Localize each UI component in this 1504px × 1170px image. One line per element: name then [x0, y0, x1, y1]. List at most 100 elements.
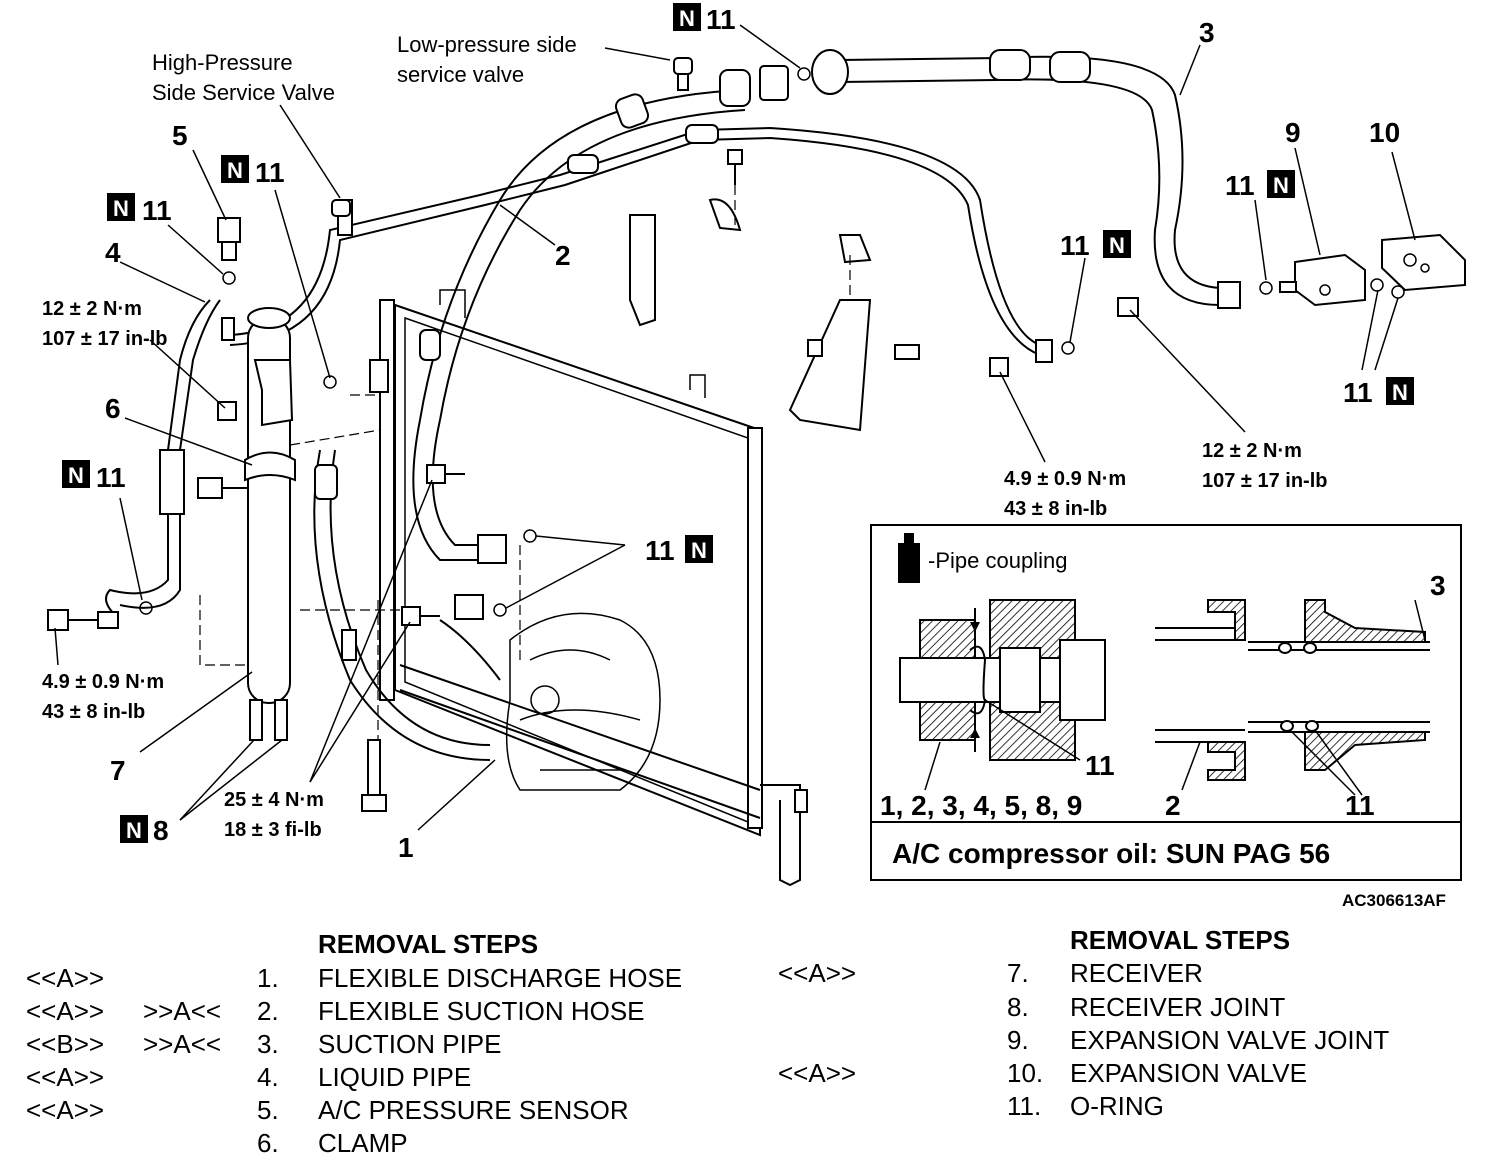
pipe-joint-illustration: [1155, 599, 1430, 796]
step-number: 3.: [257, 1029, 279, 1059]
flexible-suction-hose: [412, 65, 789, 564]
step-number: 4.: [257, 1062, 279, 1092]
new-badge: N: [1273, 173, 1289, 198]
step-number: 7.: [1007, 958, 1029, 988]
step-number: 10.: [1007, 1058, 1044, 1088]
new-badge: N: [227, 158, 243, 183]
new-badge: N: [691, 538, 707, 563]
new-part-callout: N 8: [120, 815, 169, 846]
hp-valve-label: High-Pressure: [152, 50, 293, 75]
new-part-callout: N 11: [62, 460, 126, 493]
exploded-diagram: High-Pressure Side Service Valve Low-pre…: [42, 3, 1466, 910]
o-ring-number: 11: [96, 462, 126, 493]
coupling-label: -Pipe coupling: [928, 548, 1067, 573]
compressor: [505, 612, 661, 791]
new-part-callout: 11 N: [1225, 170, 1295, 201]
torque-spec: 107 ± 17 in-lb: [42, 328, 167, 350]
torque-spec: 12 ± 2 N·m: [1202, 440, 1302, 462]
torque-spec: 12 ± 2 N·m: [42, 298, 142, 320]
step-number: 2.: [257, 996, 279, 1026]
step-number: 9.: [1007, 1025, 1029, 1055]
part-number: 6: [105, 393, 121, 424]
service-mark: >>A<<: [143, 996, 222, 1026]
oil-spec: A/C compressor oil: SUN PAG 56: [892, 838, 1330, 869]
service-mark: <<A>>: [26, 996, 105, 1026]
step-row: <<A>> >>A<< 2. FLEXIBLE SUCTION HOSE: [0, 995, 740, 1028]
step-name: CLAMP: [318, 1128, 408, 1158]
figure-code: AC306613AF: [1342, 891, 1446, 910]
removal-steps-title: REMOVAL STEPS: [1070, 925, 1291, 955]
step-number: 8.: [1007, 992, 1029, 1022]
step-name: FLEXIBLE DISCHARGE HOSE: [318, 963, 683, 993]
detail-parts-label: 1, 2, 3, 4, 5, 8, 9: [880, 790, 1082, 821]
new-badge: N: [1392, 380, 1408, 405]
o-ring-number: 11: [645, 535, 675, 566]
o-ring-number: 11: [142, 195, 172, 226]
detail-label-11: 11: [1345, 790, 1375, 821]
removal-steps: REMOVAL STEPS REMOVAL STEPS <<A>> 1. FLE…: [0, 925, 1504, 1170]
step-row: 8. RECEIVER JOINT: [770, 991, 1490, 1024]
low-pressure-service-valve: [673, 57, 693, 91]
step-row: 9. EXPANSION VALVE JOINT: [770, 1024, 1490, 1057]
oil-bottle-icon: [898, 533, 920, 583]
clamp: [197, 451, 296, 499]
new-part-callout: N 11: [107, 193, 172, 226]
step-name: O-RING: [1070, 1091, 1164, 1121]
part-number: 2: [555, 240, 571, 271]
torque-spec: 25 ± 4 N·m: [224, 789, 324, 811]
o-ring-number: 11: [255, 157, 285, 188]
step-name: A/C PRESSURE SENSOR: [318, 1095, 629, 1125]
step-name: RECEIVER: [1070, 958, 1203, 988]
part-number: 3: [1199, 17, 1215, 48]
torque-spec: 4.9 ± 0.9 N·m: [42, 671, 164, 693]
removal-steps-title: REMOVAL STEPS: [318, 929, 539, 959]
step-name: RECEIVER JOINT: [1070, 992, 1286, 1022]
part-number: 4: [105, 237, 121, 268]
suction-pipe: [811, 49, 1241, 309]
step-row: 11. O-RING: [770, 1090, 1490, 1123]
flexible-discharge-hose: [313, 449, 501, 761]
step-name: EXPANSION VALVE JOINT: [1070, 1025, 1390, 1055]
torque-spec: 107 ± 17 in-lb: [1202, 470, 1327, 492]
step-name: LIQUID PIPE: [318, 1062, 472, 1092]
lp-valve-label: service valve: [397, 62, 524, 87]
o-ring-number: 11: [706, 4, 736, 35]
step-number: 6.: [257, 1128, 279, 1158]
part-number: 9: [1285, 117, 1301, 148]
step-row: <<A>> 10. EXPANSION VALVE: [770, 1057, 1490, 1090]
detail-label-3: 3: [1430, 570, 1446, 601]
step-row: 6. CLAMP: [0, 1127, 740, 1160]
step-row: <<B>> >>A<< 3. SUCTION PIPE: [0, 1028, 740, 1061]
new-part-callout: 11 N: [1343, 377, 1414, 408]
liquid-pipe: [105, 124, 1053, 616]
torque-spec: 18 ± 3 fi-lb: [224, 819, 322, 841]
torque-spec: 4.9 ± 0.9 N·m: [1004, 468, 1126, 490]
step-row: <<A>> 4. LIQUID PIPE: [0, 1061, 740, 1094]
part-number: 5: [172, 120, 188, 151]
new-badge: N: [126, 818, 142, 843]
brackets-and-bolts: [47, 149, 1139, 812]
step-row: <<A>> 5. A/C PRESSURE SENSOR: [0, 1094, 740, 1127]
new-part-callout: N 11: [673, 3, 736, 35]
step-number: 11.: [1007, 1091, 1042, 1121]
service-mark: <<A>>: [26, 1062, 105, 1092]
detail-label-2: 2: [1165, 790, 1181, 821]
new-badge: N: [1109, 233, 1125, 258]
torque-spec: 43 ± 8 in-lb: [42, 701, 145, 723]
expansion-valve: [1381, 233, 1466, 292]
o-ring-number: 11: [1343, 377, 1373, 408]
new-badge: N: [679, 6, 695, 31]
service-mark: <<A>>: [778, 958, 857, 988]
service-mark: <<A>>: [778, 1058, 857, 1088]
detail-label-11: 11: [1085, 750, 1115, 781]
step-name: EXPANSION VALVE: [1070, 1058, 1307, 1088]
assembly-lines: [199, 185, 851, 740]
pipe-coupling-detail: -Pipe coupling 11 1, 2, 3, 4, 5, 8, 9: [870, 524, 1462, 881]
step-row: <<A>> 1. FLEXIBLE DISCHARGE HOSE: [0, 962, 740, 995]
part-number: 1: [398, 832, 414, 863]
part-number: 8: [153, 815, 169, 846]
step-name: FLEXIBLE SUCTION HOSE: [318, 996, 645, 1026]
high-pressure-service-valve: [331, 199, 351, 217]
new-badge: N: [113, 196, 129, 221]
expansion-valve-joint: [1279, 253, 1366, 307]
